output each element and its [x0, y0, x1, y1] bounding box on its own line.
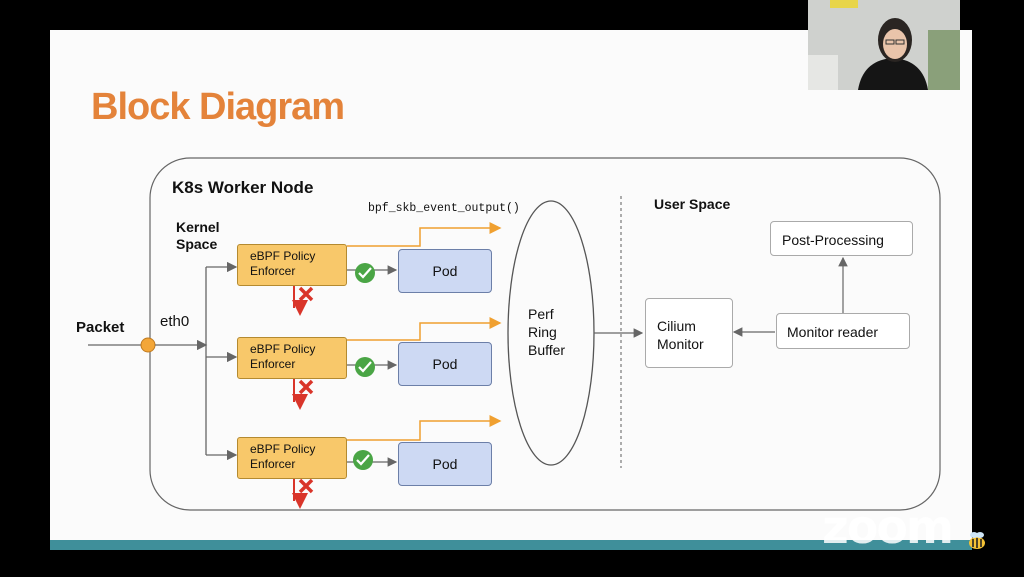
kernel-space-label: Kernel Space — [176, 219, 220, 252]
eth0-port — [140, 337, 156, 353]
ebpf-enforcer: eBPF Policy Enforcer — [237, 337, 347, 379]
ebpf-enforcer: eBPF Policy Enforcer — [237, 437, 347, 479]
monitor-reader-box: Monitor reader — [776, 313, 910, 349]
pod-box: Pod — [398, 442, 492, 486]
event-output-arrow — [347, 317, 502, 341]
pod-box: Pod — [398, 342, 492, 386]
post-processing-box: Post-Processing — [770, 221, 913, 256]
function-call-label: bpf_skb_event_output() — [368, 202, 520, 215]
allow-check-icon — [355, 263, 375, 283]
event-output-arrow — [347, 222, 502, 247]
perf-ring-buffer-label: Perf Ring Buffer — [528, 306, 566, 358]
cilium-monitor-box: Cilium Monitor — [645, 298, 733, 368]
event-output-arrow — [347, 415, 502, 441]
user-space-label: User Space — [654, 196, 731, 212]
drop-icon — [292, 285, 314, 316]
allow-check-icon — [355, 357, 375, 377]
pod-box: Pod — [398, 249, 492, 293]
packet-label: Packet — [76, 319, 125, 336]
drop-icon — [292, 477, 314, 509]
worker-node-title: K8s Worker Node — [172, 178, 314, 197]
allow-check-icon — [353, 450, 373, 470]
slide-footer-bar — [50, 540, 972, 550]
eth0-label: eth0 — [160, 313, 190, 330]
zoom-watermark: zoom — [822, 500, 954, 554]
ebpf-enforcer: eBPF Policy Enforcer — [237, 244, 347, 286]
bee-icon — [969, 532, 985, 549]
drop-icon — [292, 378, 314, 410]
presenter-video — [808, 0, 960, 90]
slide-title: Block Diagram — [91, 86, 345, 128]
